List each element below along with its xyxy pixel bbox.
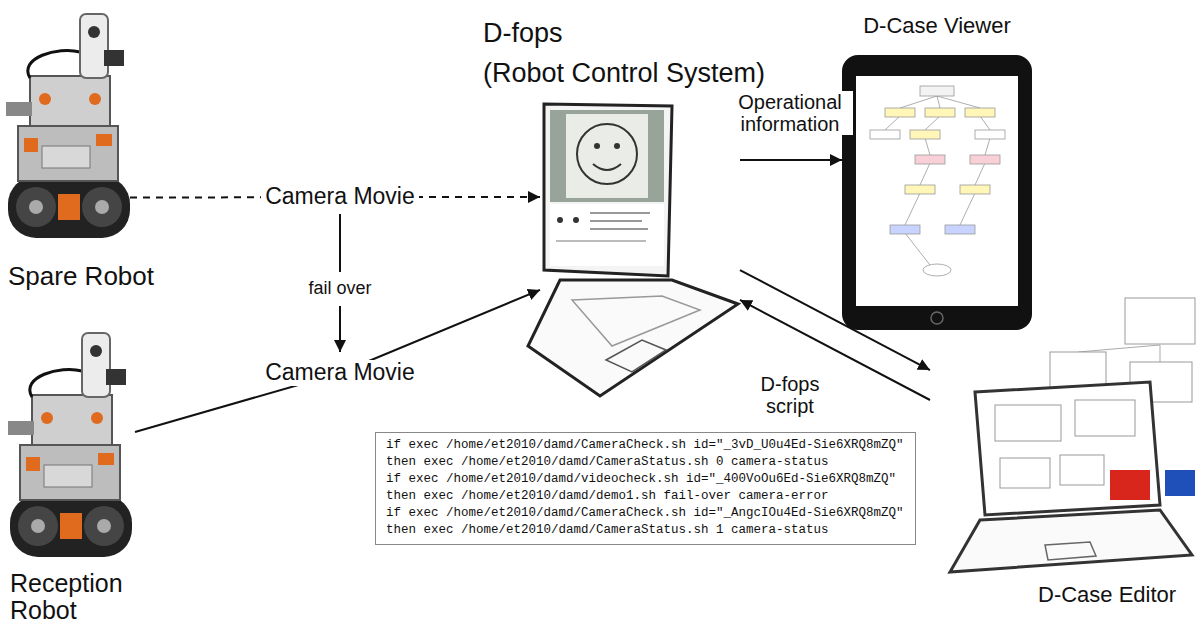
spare-robot-picture bbox=[6, 14, 130, 238]
connector-arrow bbox=[135, 290, 540, 432]
script-line: then exec /home/et2010/damd/CameraStatus… bbox=[386, 454, 829, 471]
editor-laptop-picture bbox=[950, 298, 1195, 572]
robot-photo: Spare Robot bbox=[0, 0, 130, 250]
script-line: then exec /home/et2010/damd/CameraStatus… bbox=[386, 522, 829, 539]
script-line: then exec /home/et2010/damd/demo1.sh fai… bbox=[386, 488, 829, 505]
robot-photo: Reception Robot bbox=[0, 325, 135, 560]
script-box: if exec /home/et2010/damd/CameraCheck.sh… bbox=[375, 432, 916, 545]
edge-label: D-fops script bbox=[741, 373, 839, 417]
script-line: if exec /home/et2010/damd/CameraCheck.sh… bbox=[386, 505, 904, 522]
reception-robot-picture bbox=[8, 333, 132, 557]
script-line: if exec /home/et2010/damd/videocheck.sh … bbox=[386, 471, 896, 488]
robot-label: Reception Robot bbox=[10, 570, 145, 623]
connector-arrow bbox=[740, 270, 930, 370]
laptop-illustration: D-fops(Robot Control System) bbox=[540, 104, 740, 400]
connector-arrow bbox=[740, 159, 842, 161]
robot-label: Spare Robot bbox=[8, 262, 154, 292]
edge-label: Operational information bbox=[727, 91, 853, 135]
editor-illustration: D-Case Editor bbox=[930, 295, 1195, 575]
control-laptop-picture bbox=[528, 104, 738, 396]
script-line: if exec /home/et2010/damd/CameraCheck.sh… bbox=[386, 437, 904, 454]
edge-label: Camera Movie bbox=[261, 184, 419, 209]
system-title: D-fops bbox=[483, 18, 563, 49]
fail-over-line bbox=[339, 214, 341, 272]
fail-over-arrow bbox=[339, 306, 341, 352]
tablet-illustration: D-Case Viewer bbox=[842, 55, 1032, 330]
system-title: (Robot Control System) bbox=[483, 58, 765, 89]
tablet-picture bbox=[842, 55, 1032, 330]
device-label: D-Case Editor bbox=[1038, 582, 1176, 607]
device-label: D-Case Viewer bbox=[842, 13, 1032, 38]
edge-label: Camera Movie bbox=[261, 360, 419, 385]
fail-over-label: fail over bbox=[304, 279, 375, 299]
